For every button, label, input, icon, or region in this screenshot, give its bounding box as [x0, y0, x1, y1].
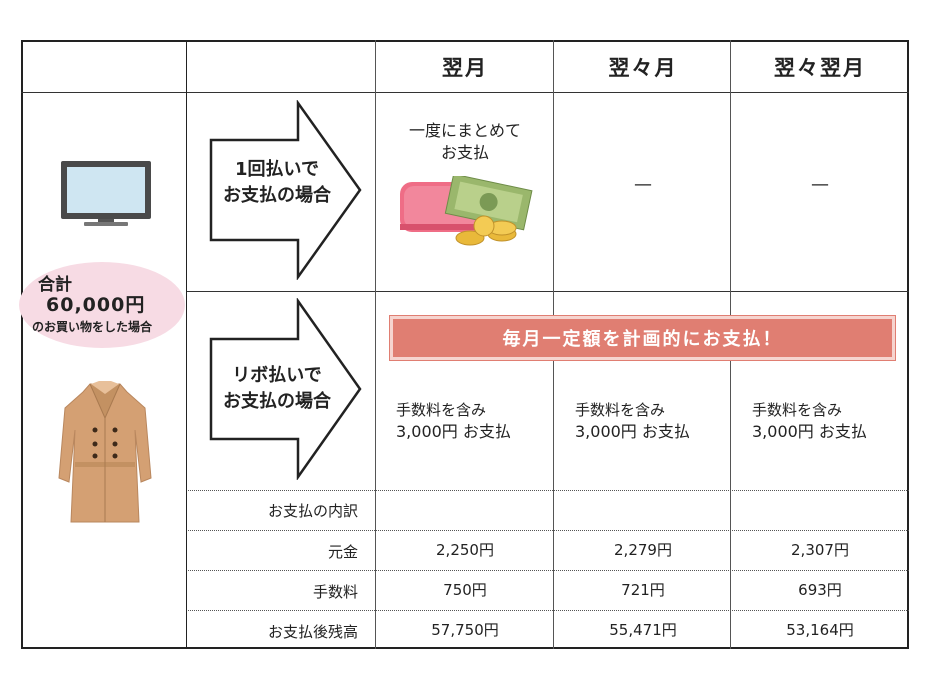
payment-amount: 3,000円 お支払 — [396, 422, 511, 441]
revolving-banner: 毎月一定額を計画的にお支払！ — [390, 316, 895, 360]
payment-note: 手数料を含み — [752, 401, 843, 419]
principal-month3: 2,307円 — [791, 541, 849, 559]
lump-sum-text-line1: 一度にまとめて — [408, 121, 521, 140]
row-divider — [186, 490, 909, 491]
lump-sum-next-month: 一度にまとめて お支払 — [376, 120, 554, 164]
wallet-money-icon — [400, 176, 533, 246]
principal-month1: 2,250円 — [436, 541, 494, 559]
column-divider — [553, 40, 554, 316]
fee-month3: 693円 — [798, 581, 842, 599]
lump-sum-arrow-line2: お支払の場合 — [223, 185, 331, 206]
total-label: 合計 — [38, 275, 72, 295]
arrow-right-icon — [209, 100, 362, 280]
fee-month1: 750円 — [443, 581, 487, 599]
revolving-payment-3: 手数料を含み 3,000円 お支払 — [752, 399, 867, 443]
revolving-arrow-label: リボ払いで お支払の場合 — [214, 363, 340, 415]
column-divider — [375, 40, 376, 649]
arrow-right-icon — [209, 298, 362, 480]
balance-month2: 55,471円 — [609, 621, 677, 639]
total-caption: のお買い物をした場合 — [32, 320, 153, 334]
row-label-fee: 手数料 — [312, 583, 358, 601]
column-divider — [730, 360, 731, 649]
lump-sum-arrow-line1: 1回払いで — [235, 159, 319, 180]
row-label-balance: お支払後残高 — [267, 623, 358, 641]
header-divider — [21, 92, 909, 93]
row-divider — [186, 610, 909, 611]
fee-month2: 721円 — [621, 581, 665, 599]
payment-note: 手数料を含み — [396, 401, 487, 419]
revolving-arrow-line2: お支払の場合 — [223, 391, 331, 412]
column-divider — [553, 360, 554, 649]
balance-month1: 57,750円 — [431, 621, 499, 639]
lump-sum-month3: — — [811, 174, 829, 195]
principal-month2: 2,279円 — [614, 541, 672, 559]
header-month-after-next: 翌々月 — [608, 56, 678, 80]
column-divider — [186, 40, 187, 649]
revolving-payment-2: 手数料を含み 3,000円 お支払 — [575, 399, 690, 443]
coat-icon — [58, 381, 152, 523]
header-third-month: 翌々翌月 — [774, 56, 866, 80]
payment-amount: 3,000円 お支払 — [575, 422, 690, 441]
purchase-summary-bubble — [19, 262, 185, 348]
column-divider — [730, 40, 731, 316]
row-label-principal: 元金 — [327, 543, 358, 561]
lump-sum-text-line2: お支払 — [440, 143, 489, 162]
row-divider — [186, 570, 909, 571]
section-divider — [186, 291, 909, 292]
payment-amount: 3,000円 お支払 — [752, 422, 867, 441]
total-amount: 60,000円 — [46, 294, 146, 316]
payment-note: 手数料を含み — [575, 401, 666, 419]
revolving-arrow-line1: リボ払いで — [232, 365, 322, 386]
television-icon — [61, 161, 151, 226]
row-divider — [186, 530, 909, 531]
header-next-month: 翌月 — [442, 56, 488, 80]
payment-comparison-table — [21, 40, 909, 649]
revolving-payment-1: 手数料を含み 3,000円 お支払 — [396, 399, 511, 443]
lump-sum-month2: — — [634, 174, 652, 195]
balance-month3: 53,164円 — [786, 621, 854, 639]
breakdown-title: お支払の内訳 — [267, 502, 358, 520]
lump-sum-arrow-label: 1回払いで お支払の場合 — [214, 157, 340, 209]
